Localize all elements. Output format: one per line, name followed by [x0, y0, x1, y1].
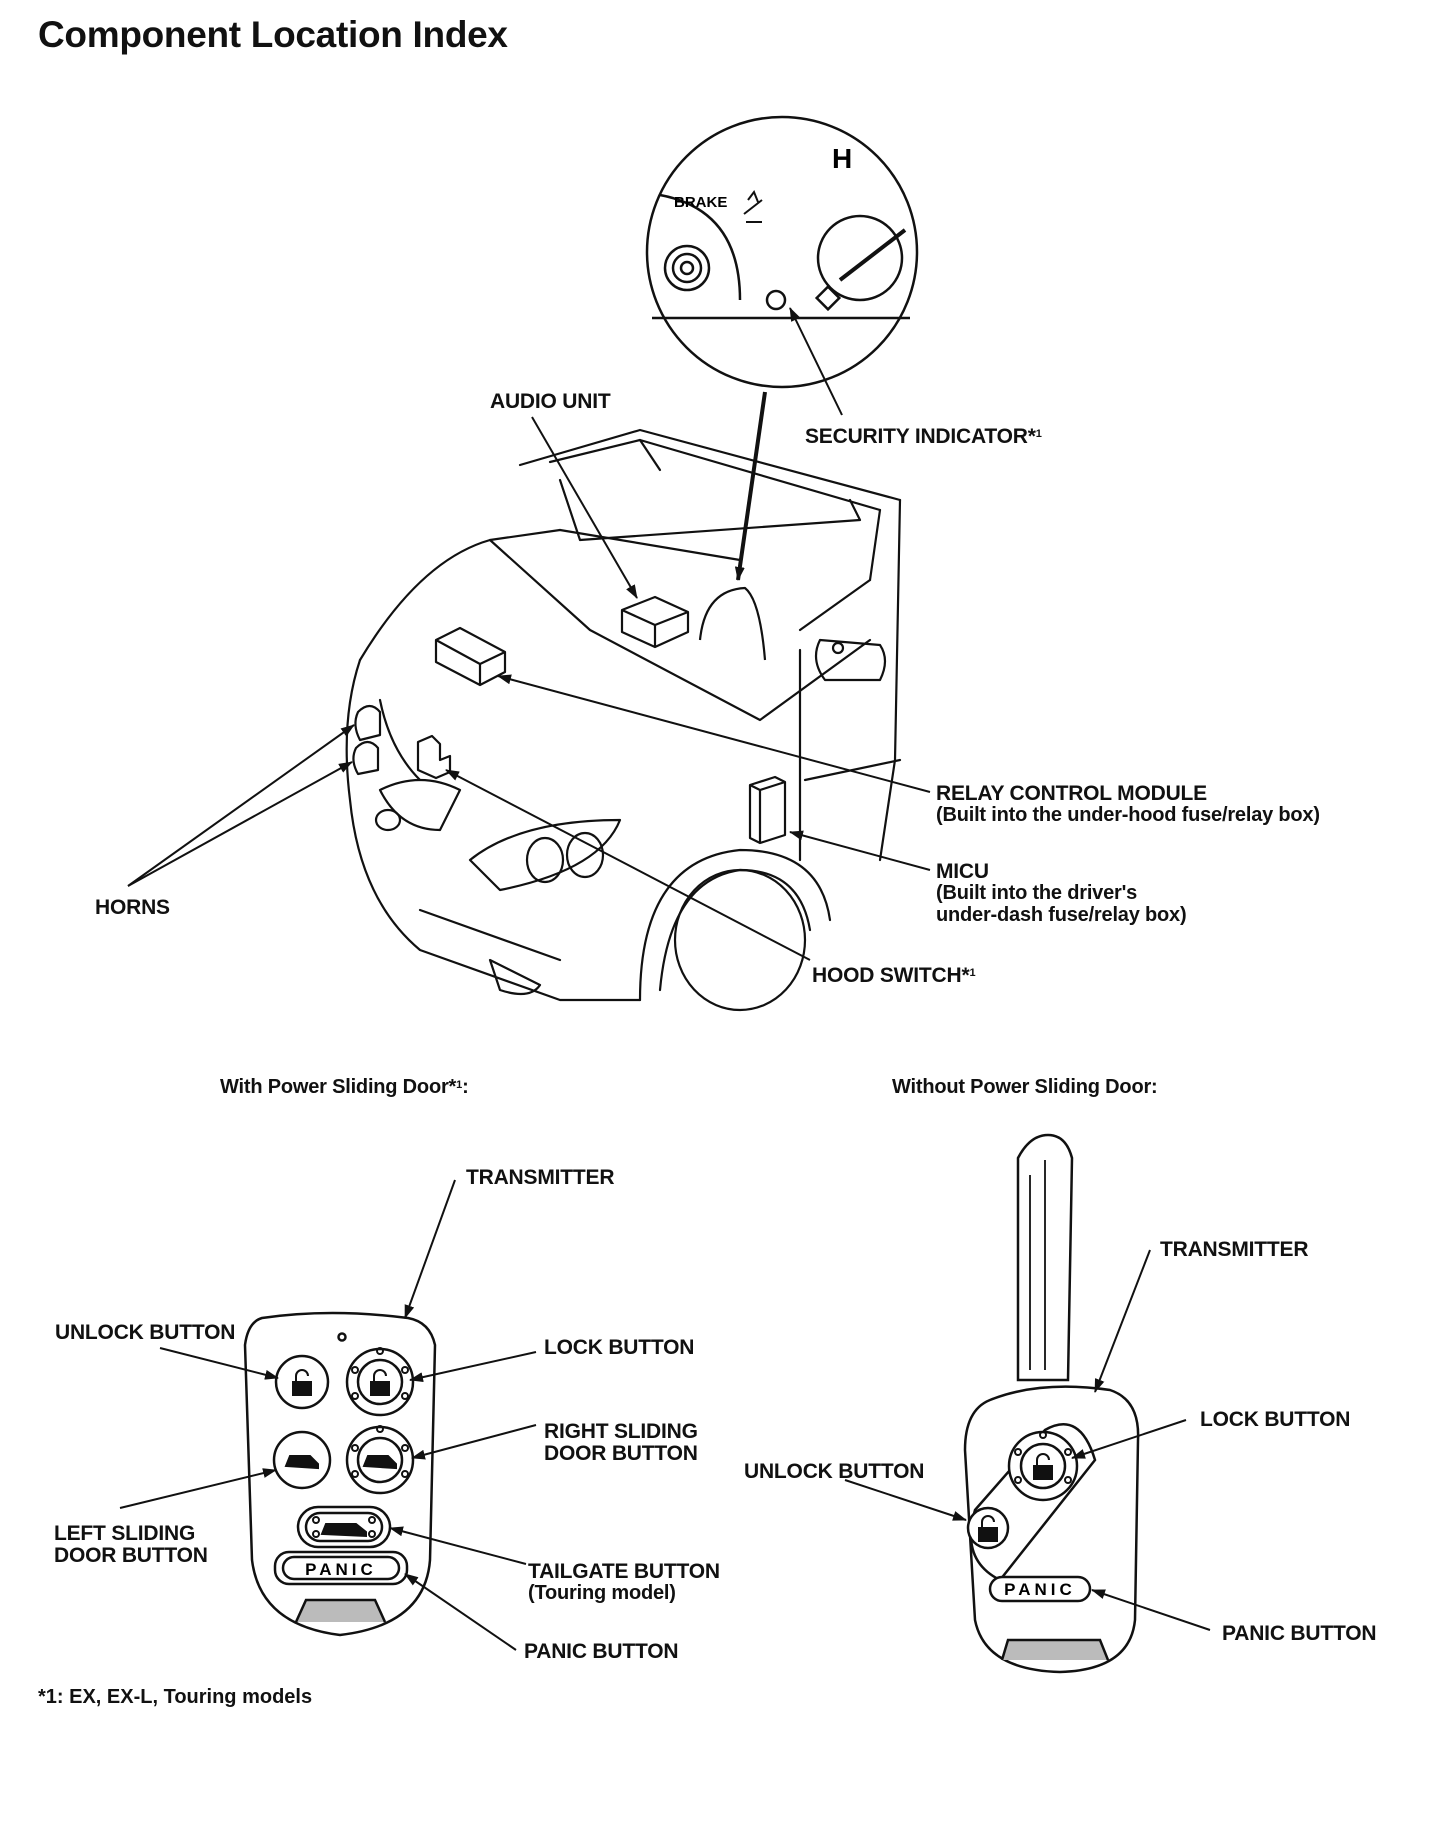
- hood-switch-text: HOOD SWITCH*: [812, 964, 970, 987]
- micu-note-line2: under-dash fuse/relay box): [936, 904, 1187, 926]
- micu-note-line1: (Built into the driver's: [936, 882, 1138, 904]
- fob1-right-sliding-label-1: RIGHT SLIDING: [544, 1420, 698, 1443]
- with-psd-heading-colon: :: [462, 1076, 469, 1098]
- with-psd-heading-sup: 1: [456, 1079, 463, 1091]
- fob2-panic-button: [988, 1575, 1092, 1603]
- fob1-right-sliding-label-2: DOOR BUTTON: [544, 1442, 698, 1465]
- relay-control-module-note: (Built into the under-hood fuse/relay bo…: [936, 804, 1320, 826]
- vehicle-drawing: [345, 428, 902, 1012]
- audio-unit-component: [620, 595, 690, 649]
- micu-component: [748, 775, 787, 845]
- horn-upper-component: [354, 704, 382, 742]
- fob1-panic-label: PANIC BUTTON: [524, 1640, 679, 1663]
- fob2-panic-text: PANIC: [1004, 1580, 1076, 1599]
- horn-lower-component: [352, 740, 380, 776]
- fob2-button-icons: [978, 1431, 1072, 1542]
- fob1-tailgate-label: TAILGATE BUTTON: [528, 1560, 720, 1583]
- security-indicator-text: SECURITY INDICATOR*: [805, 425, 1036, 448]
- fob1-transmitter-label: TRANSMITTER: [466, 1166, 615, 1189]
- vehicle-leaders: [127, 416, 931, 961]
- fob1-lock-label: LOCK BUTTON: [544, 1336, 695, 1359]
- meter-hood-component: [698, 586, 767, 661]
- micu-label: MICU: [936, 860, 989, 883]
- transmitter-standard: [963, 1133, 1140, 1674]
- gauge-brake-label: BRAKE: [674, 194, 727, 211]
- with-psd-heading-text: With Power Sliding Door*: [220, 1076, 457, 1098]
- fob1-leaders: [119, 1179, 537, 1651]
- security-indicator-label: SECURITY INDICATOR*1: [805, 425, 1042, 448]
- without-power-sliding-door-heading: Without Power Sliding Door:: [892, 1076, 1158, 1098]
- fob1-button-icons: [284, 1347, 409, 1538]
- hood-switch-sup: 1: [969, 967, 976, 979]
- horns-label: HORNS: [95, 896, 170, 919]
- gauge-h-label: H: [832, 143, 852, 174]
- relay-control-module-component: [434, 626, 507, 687]
- fob2-transmitter-label: TRANSMITTER: [1160, 1238, 1309, 1261]
- footnote: *1: EX, EX-L, Touring models: [38, 1686, 313, 1708]
- fob2-leaders: [844, 1249, 1211, 1631]
- with-power-sliding-door-heading: With Power Sliding Door*1:: [220, 1076, 469, 1098]
- audio-unit-label: AUDIO UNIT: [490, 390, 611, 413]
- relay-control-module-label: RELAY CONTROL MODULE: [936, 782, 1207, 805]
- fob1-tailgate-note: (Touring model): [528, 1582, 676, 1604]
- hood-switch-label: HOOD SWITCH*1: [812, 964, 976, 987]
- fob1-panic-text: PANIC: [305, 1560, 377, 1579]
- hood-switch-component: [416, 734, 452, 780]
- transmitter-power-sliding-door: [243, 1311, 437, 1637]
- fob1-left-sliding-label-1: LEFT SLIDING: [54, 1522, 196, 1545]
- fob2-unlock-label: UNLOCK BUTTON: [744, 1460, 925, 1483]
- page-title: Component Location Index: [38, 14, 508, 55]
- fob2-panic-label: PANIC BUTTON: [1222, 1622, 1377, 1645]
- security-indicator-sup: 1: [1035, 428, 1042, 440]
- fob1-left-sliding-label-2: DOOR BUTTON: [54, 1544, 208, 1567]
- vehicle-components: [352, 586, 787, 845]
- fob1-unlock-label: UNLOCK BUTTON: [55, 1321, 236, 1344]
- fob2-lock-label: LOCK BUTTON: [1200, 1408, 1351, 1431]
- gauge-detail: [645, 115, 919, 389]
